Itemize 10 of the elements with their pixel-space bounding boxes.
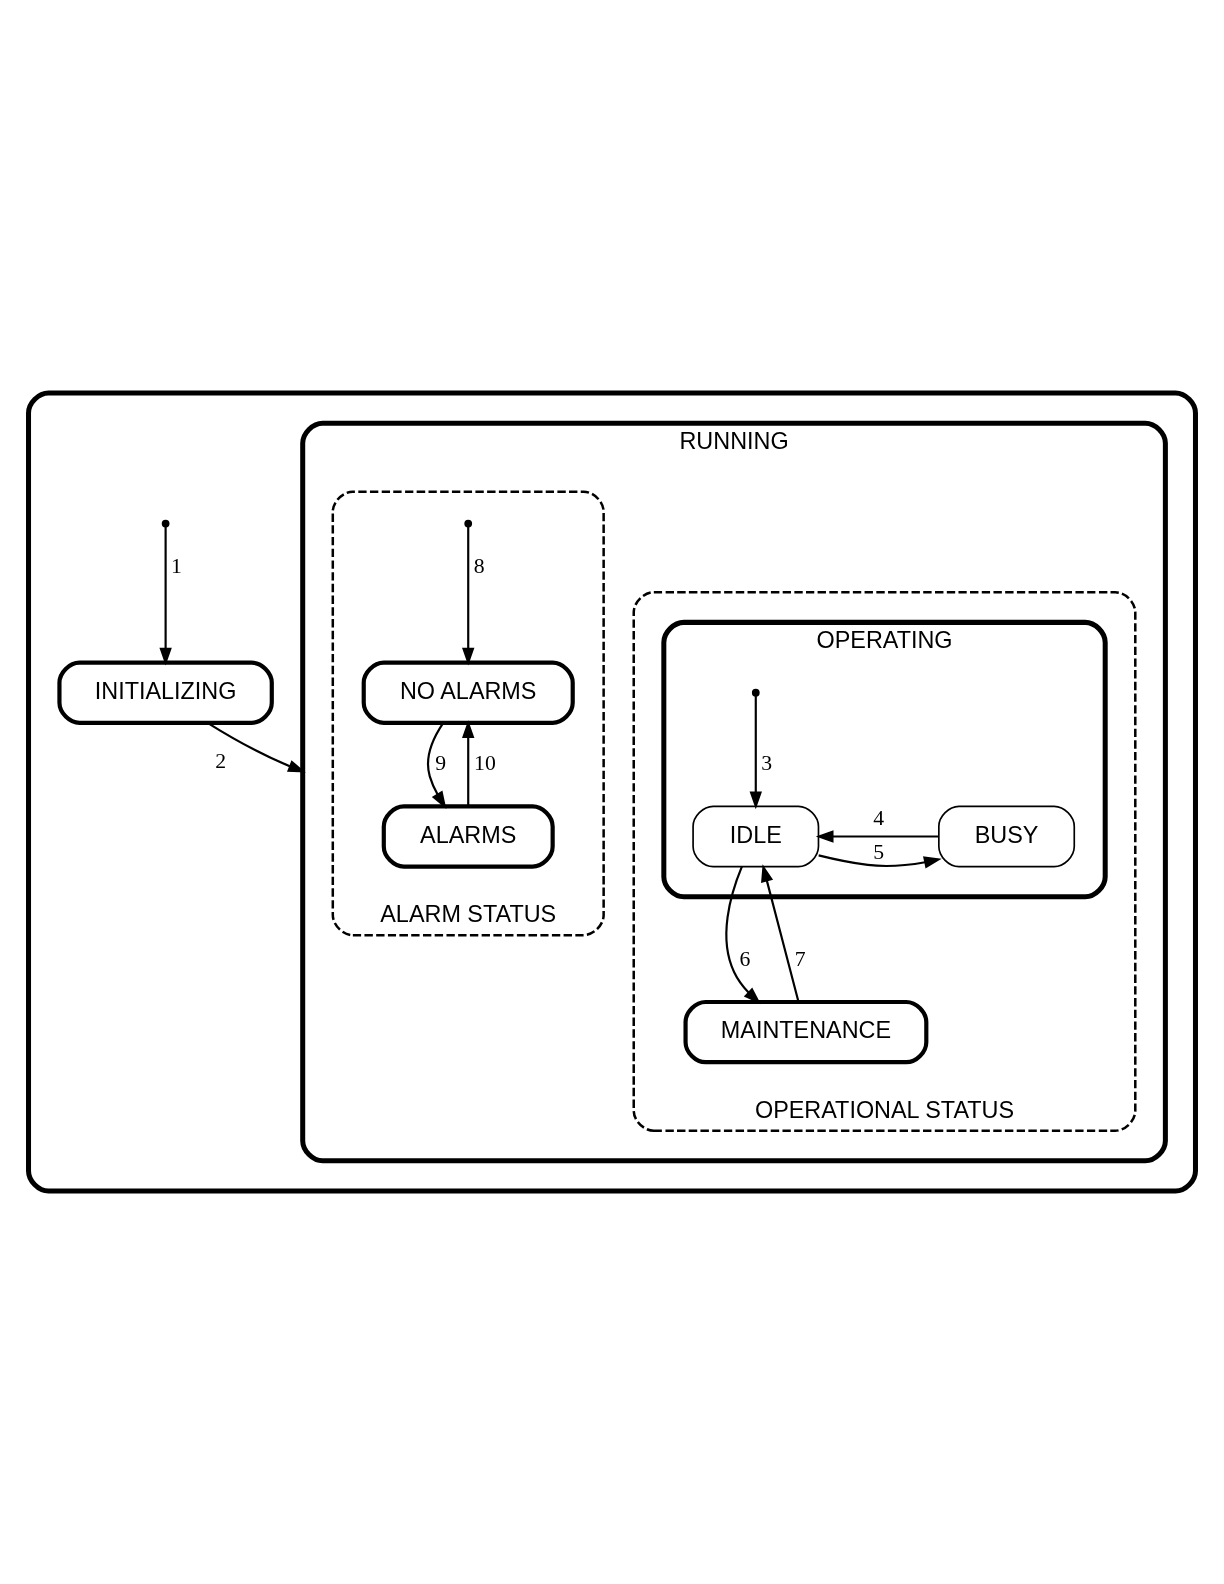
edge-label: 1 [171, 553, 182, 578]
edge-label: 4 [873, 806, 885, 831]
edge-label: 9 [435, 751, 447, 776]
edge-label: 6 [739, 946, 751, 971]
edge-label: 7 [794, 946, 806, 971]
edge-label: 5 [873, 839, 885, 864]
edge-label: 2 [215, 749, 227, 774]
edge-label: 3 [761, 751, 773, 776]
edge-label: 8 [473, 553, 485, 578]
edge-label: 10 [474, 751, 496, 776]
